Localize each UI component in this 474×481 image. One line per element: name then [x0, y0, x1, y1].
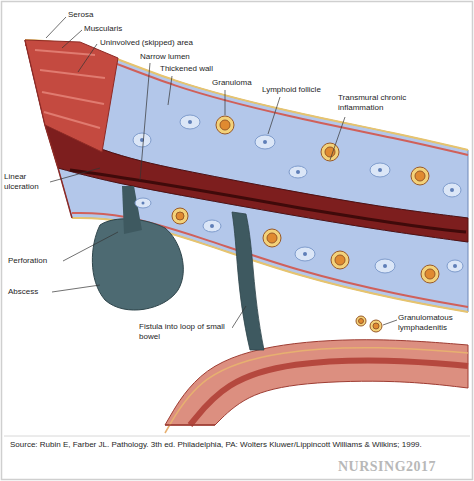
perforation-channel	[122, 186, 142, 234]
part-label: Granuloma	[212, 78, 260, 88]
fistula-tract	[232, 212, 264, 350]
part-label: Uninvolved (skipped) area	[100, 38, 215, 48]
part-label: Perforation	[8, 256, 62, 266]
source-caption: Source: Rubin E, Farber JL. Pathology. 3…	[10, 440, 465, 450]
loop-cut-edge	[165, 424, 215, 426]
abscess-blob	[92, 219, 183, 310]
watermark: NURSING2017	[338, 459, 436, 475]
part-label: Linear ulceration	[4, 172, 50, 192]
part-label: Muscularis	[84, 24, 134, 34]
lymph-nodes	[356, 316, 382, 332]
bowel-tube	[25, 40, 468, 433]
follicle-centres	[140, 120, 457, 268]
uninvolved-mucosa	[25, 40, 118, 152]
part-label: Lymphoid follicle	[262, 85, 332, 95]
leader-lines	[46, 17, 397, 328]
mucosal-folds	[35, 50, 105, 128]
loop-serosa	[165, 348, 468, 433]
small-bowel-loop	[165, 340, 468, 425]
caption-rule	[4, 436, 470, 437]
part-label: Serosa	[68, 10, 108, 20]
part-label: Granulomatous lymphadenitis	[397, 313, 471, 333]
part-label: Fistula into loop of small bowel	[138, 322, 232, 342]
granulomas	[172, 116, 439, 283]
part-label: Abscess	[8, 287, 52, 297]
loop-lumen	[190, 360, 468, 425]
part-label: Transmural chronic inflammation	[338, 93, 416, 113]
part-label: Thickened wall	[160, 64, 224, 74]
part-label: Narrow lumen	[140, 52, 202, 62]
lymphoid-follicles	[133, 115, 463, 273]
